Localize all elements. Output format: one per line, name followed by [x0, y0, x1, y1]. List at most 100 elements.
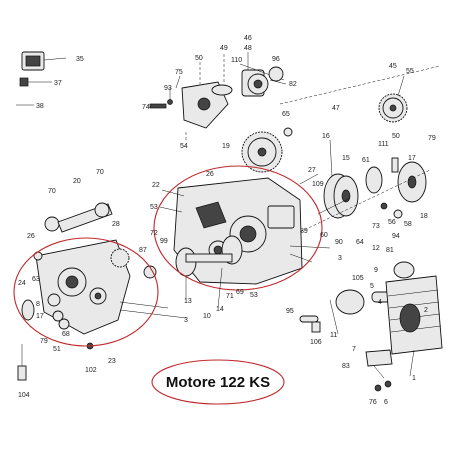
callout-20: 20 [73, 178, 81, 185]
part-104-stator [17, 344, 27, 381]
callout-51: 51 [53, 346, 61, 353]
callout-12: 12 [372, 245, 380, 252]
callout-19: 19 [222, 143, 230, 150]
callout-81: 81 [386, 247, 394, 254]
callout-35: 35 [76, 56, 84, 63]
callout-8: 8 [36, 301, 40, 308]
callout-6: 6 [384, 399, 388, 406]
callout-56: 56 [388, 219, 396, 226]
part-76-nut [374, 384, 382, 392]
callout-73: 73 [372, 223, 380, 230]
part-15-clutch-basket [323, 173, 359, 219]
part-45-gear [378, 93, 408, 123]
callout-70: 70 [48, 188, 56, 195]
callout-109: 109 [312, 181, 324, 188]
callout-89: 89 [300, 228, 308, 235]
callout-10: 10 [203, 313, 211, 320]
part-9-piston-ring [393, 261, 415, 279]
callout-94: 94 [392, 233, 400, 240]
part-83-stud [373, 365, 385, 379]
callout-23: 23 [108, 358, 116, 365]
part-58-washer [393, 209, 403, 219]
callout-3: 3 [338, 255, 342, 262]
callout-labels: 35 37 38 75 50 49 46 48 110 96 82 93 74 … [18, 35, 436, 406]
callout-64: 64 [356, 239, 364, 246]
callout-99: 99 [160, 238, 168, 245]
part-56-nut [380, 202, 388, 210]
callout-4: 4 [378, 299, 382, 306]
callout-26: 26 [206, 171, 214, 178]
callout-1: 1 [412, 375, 416, 382]
callout-96: 96 [272, 56, 280, 63]
callout-27: 27 [308, 167, 316, 174]
leader-lines [159, 52, 415, 377]
part-20-kickstart-shaft [57, 202, 113, 233]
part-70-gear [44, 216, 60, 232]
callout-69: 69 [236, 289, 244, 296]
callout-17: 17 [408, 155, 416, 162]
part-96-gear [268, 66, 284, 82]
callout-17b: 17 [36, 313, 44, 320]
highlight-right-crankcase [153, 165, 323, 291]
callout-65: 65 [282, 111, 290, 118]
callout-82: 82 [289, 81, 297, 88]
caption-title: Motore 122 KS [166, 374, 270, 391]
callout-102: 102 [85, 367, 97, 374]
callout-7: 7 [352, 346, 356, 353]
callout-18: 18 [420, 213, 428, 220]
callout-104: 104 [18, 392, 30, 399]
callout-68: 68 [62, 331, 70, 338]
part-19-primary-gear [241, 131, 283, 173]
part-37-connector [19, 77, 52, 87]
callout-14: 14 [216, 306, 224, 313]
callout-74: 74 [142, 104, 150, 111]
callout-93: 93 [164, 85, 172, 92]
callout-79b: 79 [40, 338, 48, 345]
callout-90: 90 [335, 239, 343, 246]
callout-50b: 50 [392, 133, 400, 140]
callout-72: 72 [150, 230, 158, 237]
part-1-cylinder [385, 275, 443, 355]
part-49-gasket [211, 54, 233, 96]
part-74-bolt [149, 103, 167, 109]
part-65-washer [283, 127, 293, 137]
callout-53: 53 [150, 204, 158, 211]
part-106-small-end-bearing [311, 321, 321, 333]
callout-28: 28 [112, 221, 120, 228]
part-95-pin [299, 315, 319, 323]
highlight-left-crankcase [13, 237, 159, 347]
callout-2: 2 [424, 307, 428, 314]
callout-16: 16 [322, 133, 330, 140]
part-13-crankshaft [175, 235, 243, 277]
part-7-gasket [365, 349, 393, 367]
callout-26b: 26 [27, 233, 35, 240]
part-93-screw [167, 88, 173, 105]
part-24-seal [21, 299, 35, 321]
part-17-clutch-cover [397, 161, 427, 203]
callout-87: 87 [139, 247, 147, 254]
callout-46: 46 [244, 35, 252, 42]
part-28-kick-gear [110, 248, 130, 268]
part-35-coil-bracket [21, 51, 67, 71]
callout-76: 76 [369, 399, 377, 406]
callout-37: 37 [54, 80, 62, 87]
part-61-clutch-plate [365, 166, 383, 194]
callout-70b: 70 [96, 169, 104, 176]
callout-15: 15 [342, 155, 350, 162]
callout-24: 24 [18, 280, 26, 287]
callout-83: 83 [342, 363, 350, 370]
callout-9: 9 [374, 267, 378, 274]
callout-22: 22 [152, 182, 160, 189]
part-50-spring [391, 157, 399, 173]
highlight-caption [151, 359, 285, 405]
callout-95: 95 [286, 308, 294, 315]
callout-45: 45 [389, 63, 397, 70]
part-68-bearing [58, 318, 70, 330]
callout-105: 105 [352, 275, 364, 282]
part-60-pushrod [317, 197, 351, 215]
callout-53b: 53 [250, 292, 258, 299]
callout-71: 71 [226, 293, 234, 300]
callout-49: 49 [220, 45, 228, 52]
callout-63: 63 [32, 276, 40, 283]
